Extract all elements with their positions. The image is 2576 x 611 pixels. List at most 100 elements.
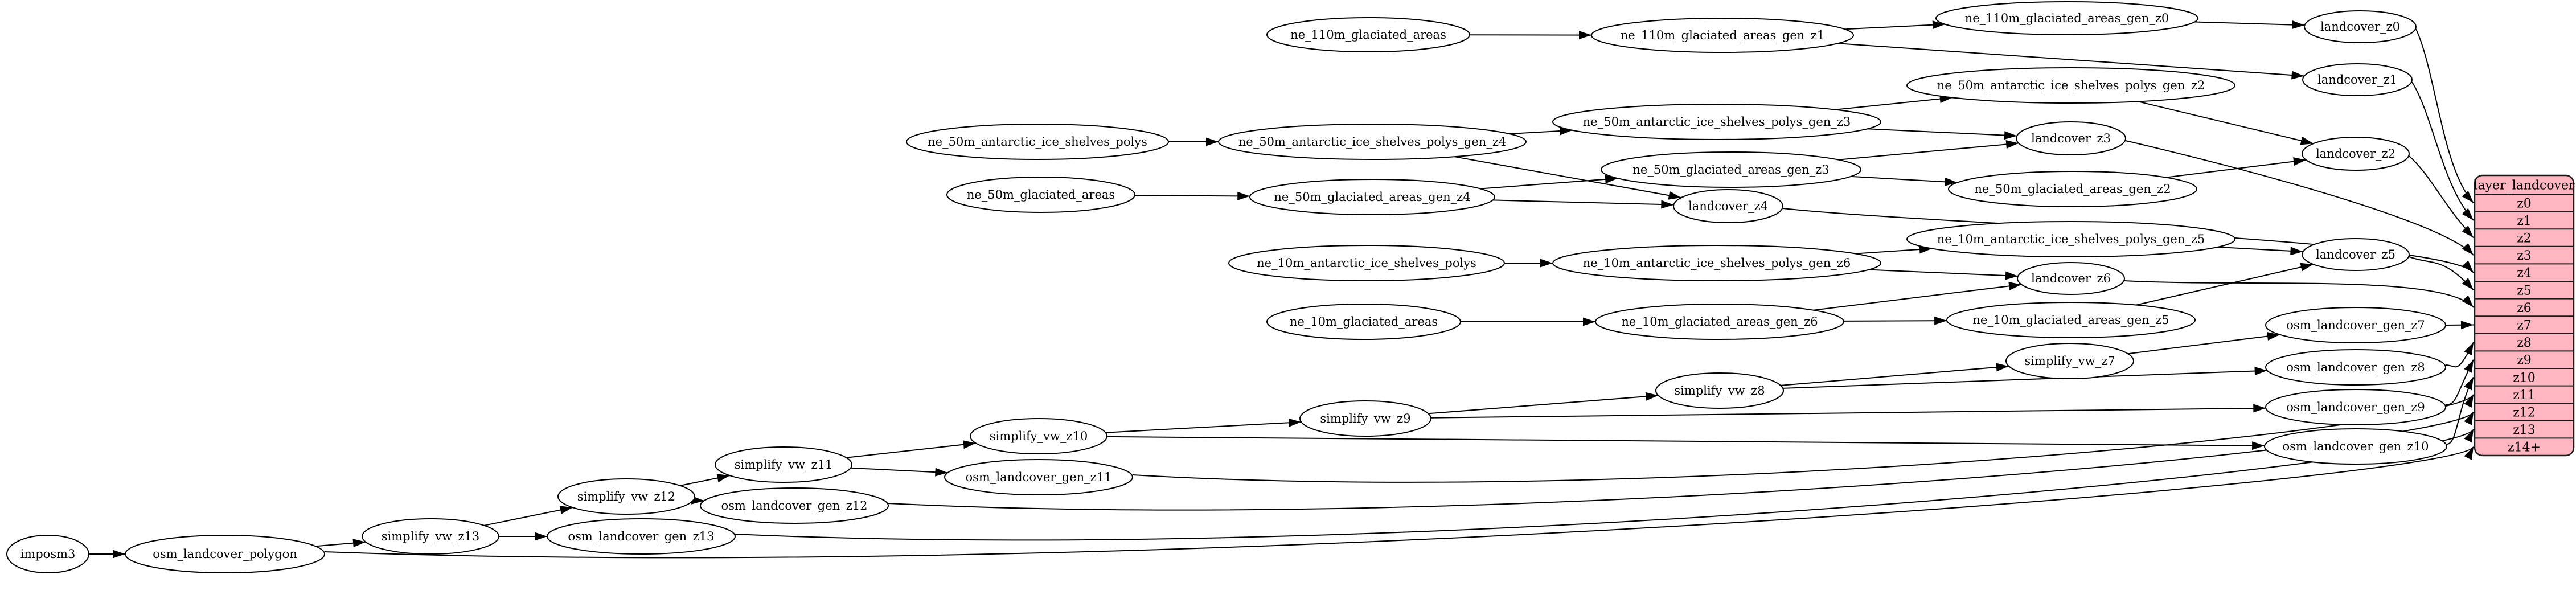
edge-ne_110m_glaciated_areas_gen_z0-to-landcover_z0 xyxy=(2194,20,2305,30)
table-row-z9: z9 xyxy=(2517,354,2532,368)
edges-layer xyxy=(89,20,2474,559)
node-ellipse-simplify_vw_z8 xyxy=(1655,372,1784,409)
node-ne_10m_antarctic_ice_shelves_polys: ne_10m_antarctic_ice_shelves_polys xyxy=(1228,245,1505,281)
node-ne_10m_antarctic_ice_shelves_polys_gen_z6: ne_10m_antarctic_ice_shelves_polys_gen_z… xyxy=(1552,245,1881,281)
node-label-landcover_z4: landcover_z4 xyxy=(1688,199,1768,213)
node-ellipse-ne_50m_glaciated_areas_gen_z4 xyxy=(1249,179,1495,215)
edge-ne_50m_glaciated_areas-to-ne_50m_glaciated_areas_gen_z4 xyxy=(1134,191,1250,200)
table-row-z11: z11 xyxy=(2513,388,2536,403)
table-row-z10: z10 xyxy=(2513,371,2536,385)
node-ellipse-landcover_z5 xyxy=(2302,238,2410,271)
edge-simplify_vw_z12-to-osm_landcover_gen_z12 xyxy=(691,495,704,505)
table-row-z13: z13 xyxy=(2513,423,2536,437)
node-simplify_vw_z13: simplify_vw_z13 xyxy=(362,518,499,555)
node-landcover_z6: landcover_z6 xyxy=(2017,262,2125,295)
node-ne_10m_glaciated_areas_gen_z5: ne_10m_glaciated_areas_gen_z5 xyxy=(1946,302,2196,338)
node-osm_landcover_gen_z12: osm_landcover_gen_z12 xyxy=(700,487,889,524)
node-label-simplify_vw_z12: simplify_vw_z12 xyxy=(577,490,676,503)
node-landcover_z2: landcover_z2 xyxy=(2302,137,2410,171)
node-ellipse-simplify_vw_z13 xyxy=(362,518,499,555)
node-ne_110m_glaciated_areas: ne_110m_glaciated_areas xyxy=(1266,17,1470,52)
node-ellipse-ne_50m_antarctic_ice_shelves_polys_gen_z2 xyxy=(1906,67,2235,104)
node-label-simplify_vw_z8: simplify_vw_z8 xyxy=(1674,384,1765,397)
node-ellipse-imposm3 xyxy=(6,535,89,573)
node-label-ne_50m_glaciated_areas_gen_z4: ne_50m_glaciated_areas_gen_z4 xyxy=(1274,190,1470,204)
node-ne_110m_glaciated_areas_gen_z0: ne_110m_glaciated_areas_gen_z0 xyxy=(1935,1,2198,35)
node-label-simplify_vw_z10: simplify_vw_z10 xyxy=(990,429,1088,443)
node-label-ne_10m_antarctic_ice_shelves_polys: ne_10m_antarctic_ice_shelves_polys xyxy=(1257,256,1476,270)
edge-osm_landcover_gen_z9-to-row-z9 xyxy=(2445,359,2474,405)
edge-simplify_vw_z9-to-simplify_vw_z8 xyxy=(1428,392,1659,415)
edge-ne_50m_antarctic_ice_shelves_polys_gen_z3-to-ne_50m_antarctic_ice_shelves_polys_gen_z2 xyxy=(1835,95,1952,110)
node-ellipse-landcover_z3 xyxy=(2016,121,2126,155)
edge-landcover_z5-to-row-z5 xyxy=(2409,256,2474,290)
table-row-z2: z2 xyxy=(2517,232,2532,246)
node-osm_landcover_gen_z11: osm_landcover_gen_z11 xyxy=(944,459,1133,495)
edge-simplify_vw_z8-to-osm_landcover_gen_z8 xyxy=(1782,367,2267,389)
node-label-ne_110m_glaciated_areas_gen_z1: ne_110m_glaciated_areas_gen_z1 xyxy=(1621,28,1825,42)
node-ellipse-landcover_z6 xyxy=(2017,262,2125,295)
table-row-z14plus: z14+ xyxy=(2508,441,2541,455)
table-row-z8: z8 xyxy=(2517,336,2532,350)
edge-osm_landcover_polygon-to-simplify_vw_z13 xyxy=(315,539,366,548)
node-simplify_vw_z9: simplify_vw_z9 xyxy=(1299,400,1431,437)
node-ellipse-ne_50m_antarctic_ice_shelves_polys_gen_z4 xyxy=(1218,124,1527,160)
node-label-ne_10m_glaciated_areas_gen_z5: ne_10m_glaciated_areas_gen_z5 xyxy=(1972,313,2169,327)
node-landcover_z1: landcover_z1 xyxy=(2302,63,2413,96)
node-label-ne_50m_glaciated_areas: ne_50m_glaciated_areas xyxy=(967,188,1115,202)
node-ellipse-osm_landcover_gen_z7 xyxy=(2265,307,2446,343)
node-label-osm_landcover_gen_z11: osm_landcover_gen_z11 xyxy=(966,470,1112,484)
node-ne_50m_glaciated_areas: ne_50m_glaciated_areas xyxy=(946,177,1135,213)
node-ellipse-landcover_z0 xyxy=(2304,10,2417,43)
edge-osm_landcover_gen_z8-to-row-z8 xyxy=(2445,342,2474,368)
node-label-ne_50m_glaciated_areas_gen_z2: ne_50m_glaciated_areas_gen_z2 xyxy=(1974,182,2171,196)
node-ne_50m_glaciated_areas_gen_z2: ne_50m_glaciated_areas_gen_z2 xyxy=(1948,171,2197,207)
node-label-ne_10m_antarctic_ice_shelves_polys_gen_z5: ne_10m_antarctic_ice_shelves_polys_gen_z… xyxy=(1937,232,2205,246)
edge-osm_landcover_gen_z12-to-row-z12 xyxy=(888,411,2474,511)
node-ellipse-ne_50m_glaciated_areas_gen_z3 xyxy=(1601,151,1861,188)
node-label-landcover_z3: landcover_z3 xyxy=(2031,132,2111,145)
edge-landcover_z2-to-row-z2 xyxy=(2409,155,2474,239)
node-ne_50m_antarctic_ice_shelves_polys_gen_z2: ne_50m_antarctic_ice_shelves_polys_gen_z… xyxy=(1906,67,2235,104)
edge-simplify_vw_z10-to-simplify_vw_z9 xyxy=(1105,418,1302,433)
node-ellipse-osm_landcover_gen_z13 xyxy=(547,518,736,555)
node-simplify_vw_z12: simplify_vw_z12 xyxy=(557,478,695,515)
node-label-landcover_z0: landcover_z0 xyxy=(2320,20,2400,34)
edge-landcover_z3-to-row-z3 xyxy=(2125,140,2474,256)
edge-landcover_z0-to-row-z0 xyxy=(2415,28,2474,203)
node-label-ne_110m_glaciated_areas_gen_z0: ne_110m_glaciated_areas_gen_z0 xyxy=(1965,11,2169,25)
node-ellipse-landcover_z1 xyxy=(2302,63,2413,96)
node-ne_50m_antarctic_ice_shelves_polys: ne_50m_antarctic_ice_shelves_polys xyxy=(906,124,1169,160)
node-label-landcover_z6: landcover_z6 xyxy=(2031,272,2111,285)
node-ellipse-osm_landcover_gen_z10 xyxy=(2264,428,2447,465)
node-label-ne_50m_antarctic_ice_shelves_polys_gen_z2: ne_50m_antarctic_ice_shelves_polys_gen_z… xyxy=(1937,79,2205,92)
table-row-z3: z3 xyxy=(2517,249,2532,263)
node-landcover_z0: landcover_z0 xyxy=(2304,10,2417,43)
node-ellipse-ne_10m_glaciated_areas_gen_z5 xyxy=(1946,302,2196,338)
edge-simplify_vw_z11-to-simplify_vw_z10 xyxy=(846,440,976,458)
edge-ne_10m_glaciated_areas_gen_z5-to-landcover_z5 xyxy=(2136,263,2314,306)
node-ellipse-osm_landcover_gen_z12 xyxy=(700,487,889,524)
node-ellipse-osm_landcover_gen_z8 xyxy=(2265,349,2446,386)
edge-simplify_vw_z9-to-osm_landcover_gen_z9 xyxy=(1430,404,2266,419)
edge-osm_landcover_gen_z10-to-row-z10 xyxy=(2446,376,2474,445)
node-ellipse-osm_landcover_gen_z9 xyxy=(2265,389,2446,425)
node-label-osm_landcover_gen_z12: osm_landcover_gen_z12 xyxy=(721,499,868,512)
node-ne_50m_antarctic_ice_shelves_polys_gen_z4: ne_50m_antarctic_ice_shelves_polys_gen_z… xyxy=(1218,124,1527,160)
table-row-z6: z6 xyxy=(2517,301,2532,315)
node-osm_landcover_gen_z13: osm_landcover_gen_z13 xyxy=(547,518,736,555)
edge-landcover_z1-to-row-z1 xyxy=(2411,81,2474,221)
table-row-z4: z4 xyxy=(2517,266,2532,281)
layer-landcover-table-title: layer_landcover xyxy=(2474,179,2575,193)
node-ellipse-ne_50m_antarctic_ice_shelves_polys_gen_z3 xyxy=(1552,104,1881,140)
edge-simplify_vw_z7-to-osm_landcover_gen_z7 xyxy=(2127,331,2280,355)
node-label-ne_110m_glaciated_areas: ne_110m_glaciated_areas xyxy=(1290,28,1446,42)
node-ellipse-landcover_z2 xyxy=(2302,137,2410,171)
node-label-ne_50m_antarctic_ice_shelves_polys_gen_z4: ne_50m_antarctic_ice_shelves_polys_gen_z… xyxy=(1238,135,1507,149)
node-ellipse-ne_10m_glaciated_areas xyxy=(1266,304,1461,340)
node-ne_10m_glaciated_areas_gen_z6: ne_10m_glaciated_areas_gen_z6 xyxy=(1595,304,1844,340)
node-label-osm_landcover_gen_z7: osm_landcover_gen_z7 xyxy=(2286,318,2425,332)
node-ellipse-landcover_z4 xyxy=(1673,189,1783,223)
